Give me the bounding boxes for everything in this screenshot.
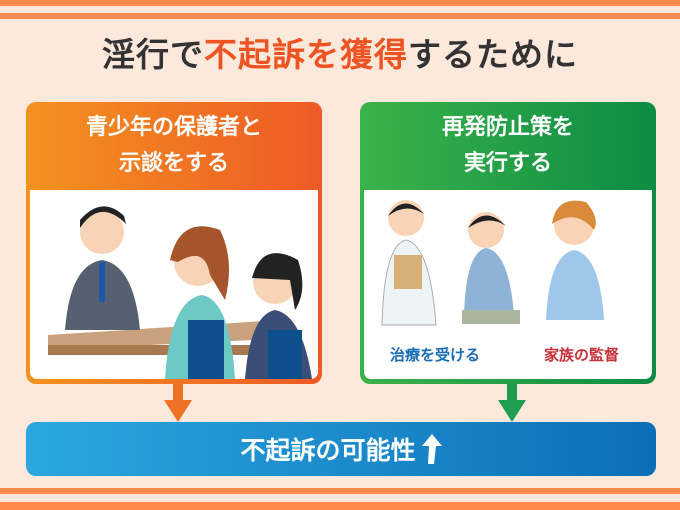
settlement-illustration xyxy=(30,190,318,379)
prevention-heading: 再発防止策を実行する xyxy=(441,115,574,176)
down-arrow-icon xyxy=(498,384,526,422)
up-arrow-icon xyxy=(421,434,442,464)
settlement-heading: 青少年の保護者と示談をする xyxy=(85,115,262,176)
top-stripe xyxy=(0,0,680,6)
top-stripe xyxy=(0,13,680,19)
down-arrow-icon xyxy=(164,384,192,422)
treatment-caption: 治療を受ける xyxy=(390,346,481,364)
bottom-stripe xyxy=(0,502,680,510)
settlement-card: 青少年の保護者と示談をする xyxy=(26,102,322,384)
prevention-card: 再発防止策を実行する 治療を受ける 家族の監督 xyxy=(360,102,656,384)
page-title: 淫行で不起訴を獲得するために xyxy=(102,35,578,74)
result-banner: 不起訴の可能性 xyxy=(26,422,656,476)
supervision-caption: 家族の監督 xyxy=(544,346,620,364)
result-label: 不起訴の可能性 xyxy=(240,436,416,465)
prevention-illustration: 治療を受ける 家族の監督 xyxy=(364,190,652,379)
bottom-stripe xyxy=(0,488,680,494)
